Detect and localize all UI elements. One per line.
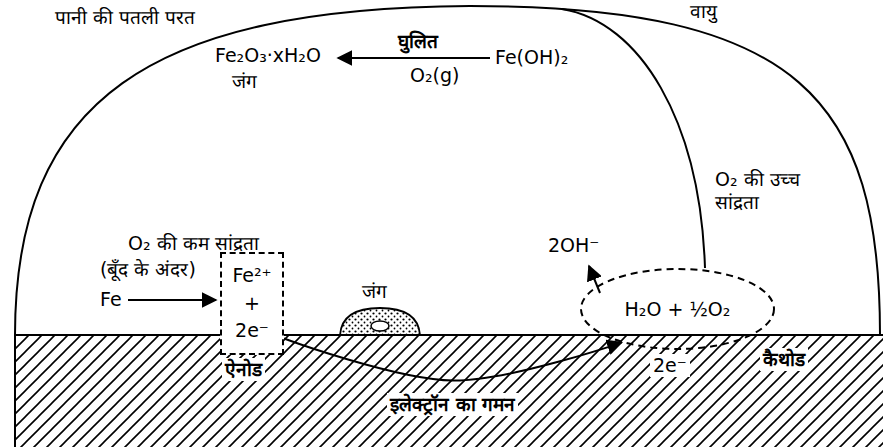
rust-label: जंग <box>362 280 387 303</box>
iron-arrow <box>128 299 216 301</box>
rust-label: जंग <box>232 70 257 93</box>
water-drop-outline <box>15 6 880 335</box>
cathode-label: कैथोड <box>760 348 808 371</box>
edge-label: इलेक्ट्रॉन का गमन <box>387 393 518 416</box>
cathode-outline <box>581 269 774 349</box>
hydroxide-arrow <box>589 266 600 293</box>
electron-flow-arrow <box>284 339 622 381</box>
iron-label: Fe <box>100 288 122 311</box>
anode-label: ऐनोड <box>222 358 265 381</box>
node-text: Fe²⁺ + 2e⁻ <box>232 264 271 341</box>
anode-box: Fe²⁺ + 2e⁻ <box>220 252 284 355</box>
rust-pit <box>371 321 389 331</box>
cathode-ellipse: H₂O + ½O₂ <box>580 268 775 350</box>
oxidation-arrow <box>338 57 490 59</box>
air-label: वायु <box>690 0 717 23</box>
oxygen-gas-label: O₂(g) <box>410 64 459 87</box>
dissolved-label: घुलित <box>398 30 438 53</box>
iron-hatching <box>15 335 883 447</box>
hydroxide-label: 2OH⁻ <box>548 234 599 257</box>
electron-label: 2e⁻ <box>650 354 690 377</box>
inside-drop-label: (बूँद के अंदर) <box>100 258 196 281</box>
iron-surface <box>15 334 883 336</box>
high-oxygen-label: O₂ की उच्च सांद्रता <box>715 168 827 214</box>
iron-edge <box>14 335 16 447</box>
node-text: H₂O + ½O₂ <box>625 298 731 320</box>
rust-deposit <box>340 308 420 335</box>
ferrous-hydroxide-formula: Fe(OH)₂ <box>495 46 568 69</box>
oxygen-boundary <box>562 9 705 268</box>
rust-formula: Fe₂O₃·xH₂O <box>215 44 321 67</box>
water-layer-label: पानी की पतली परत <box>55 6 195 29</box>
